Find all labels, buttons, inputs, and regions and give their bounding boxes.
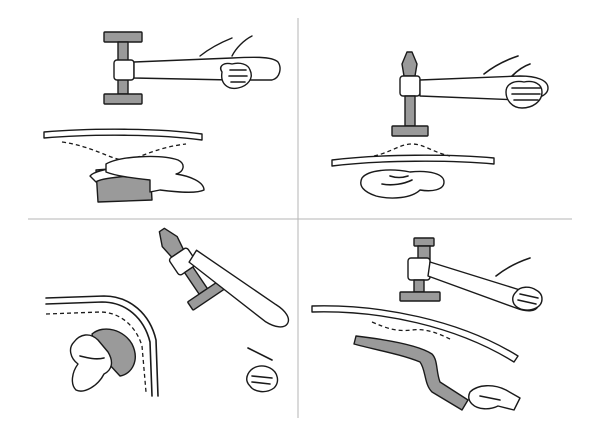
panel-spoon-lever — [311, 237, 543, 411]
support-hand — [105, 155, 205, 193]
body-panel — [331, 154, 495, 167]
panel-hammer-and-dolly — [43, 31, 281, 203]
dolly-icon — [91, 328, 136, 377]
hand-icon — [495, 257, 543, 311]
support-hand — [69, 334, 113, 392]
body-panel — [43, 128, 203, 141]
hand-icon — [199, 35, 253, 90]
panel-pick-hammer — [331, 51, 549, 199]
panel-wheel-arch — [45, 227, 290, 397]
dent-outline — [371, 321, 453, 341]
hand-icon — [245, 347, 279, 393]
dent-outline — [373, 143, 451, 157]
hammer-icon — [103, 31, 281, 105]
body-panel — [311, 305, 519, 363]
hand-icon — [483, 55, 543, 109]
support-hand — [467, 385, 521, 411]
spoon-icon — [353, 335, 469, 411]
wheel-arch-panel — [45, 295, 159, 397]
pick-hammer-icon — [158, 227, 290, 328]
